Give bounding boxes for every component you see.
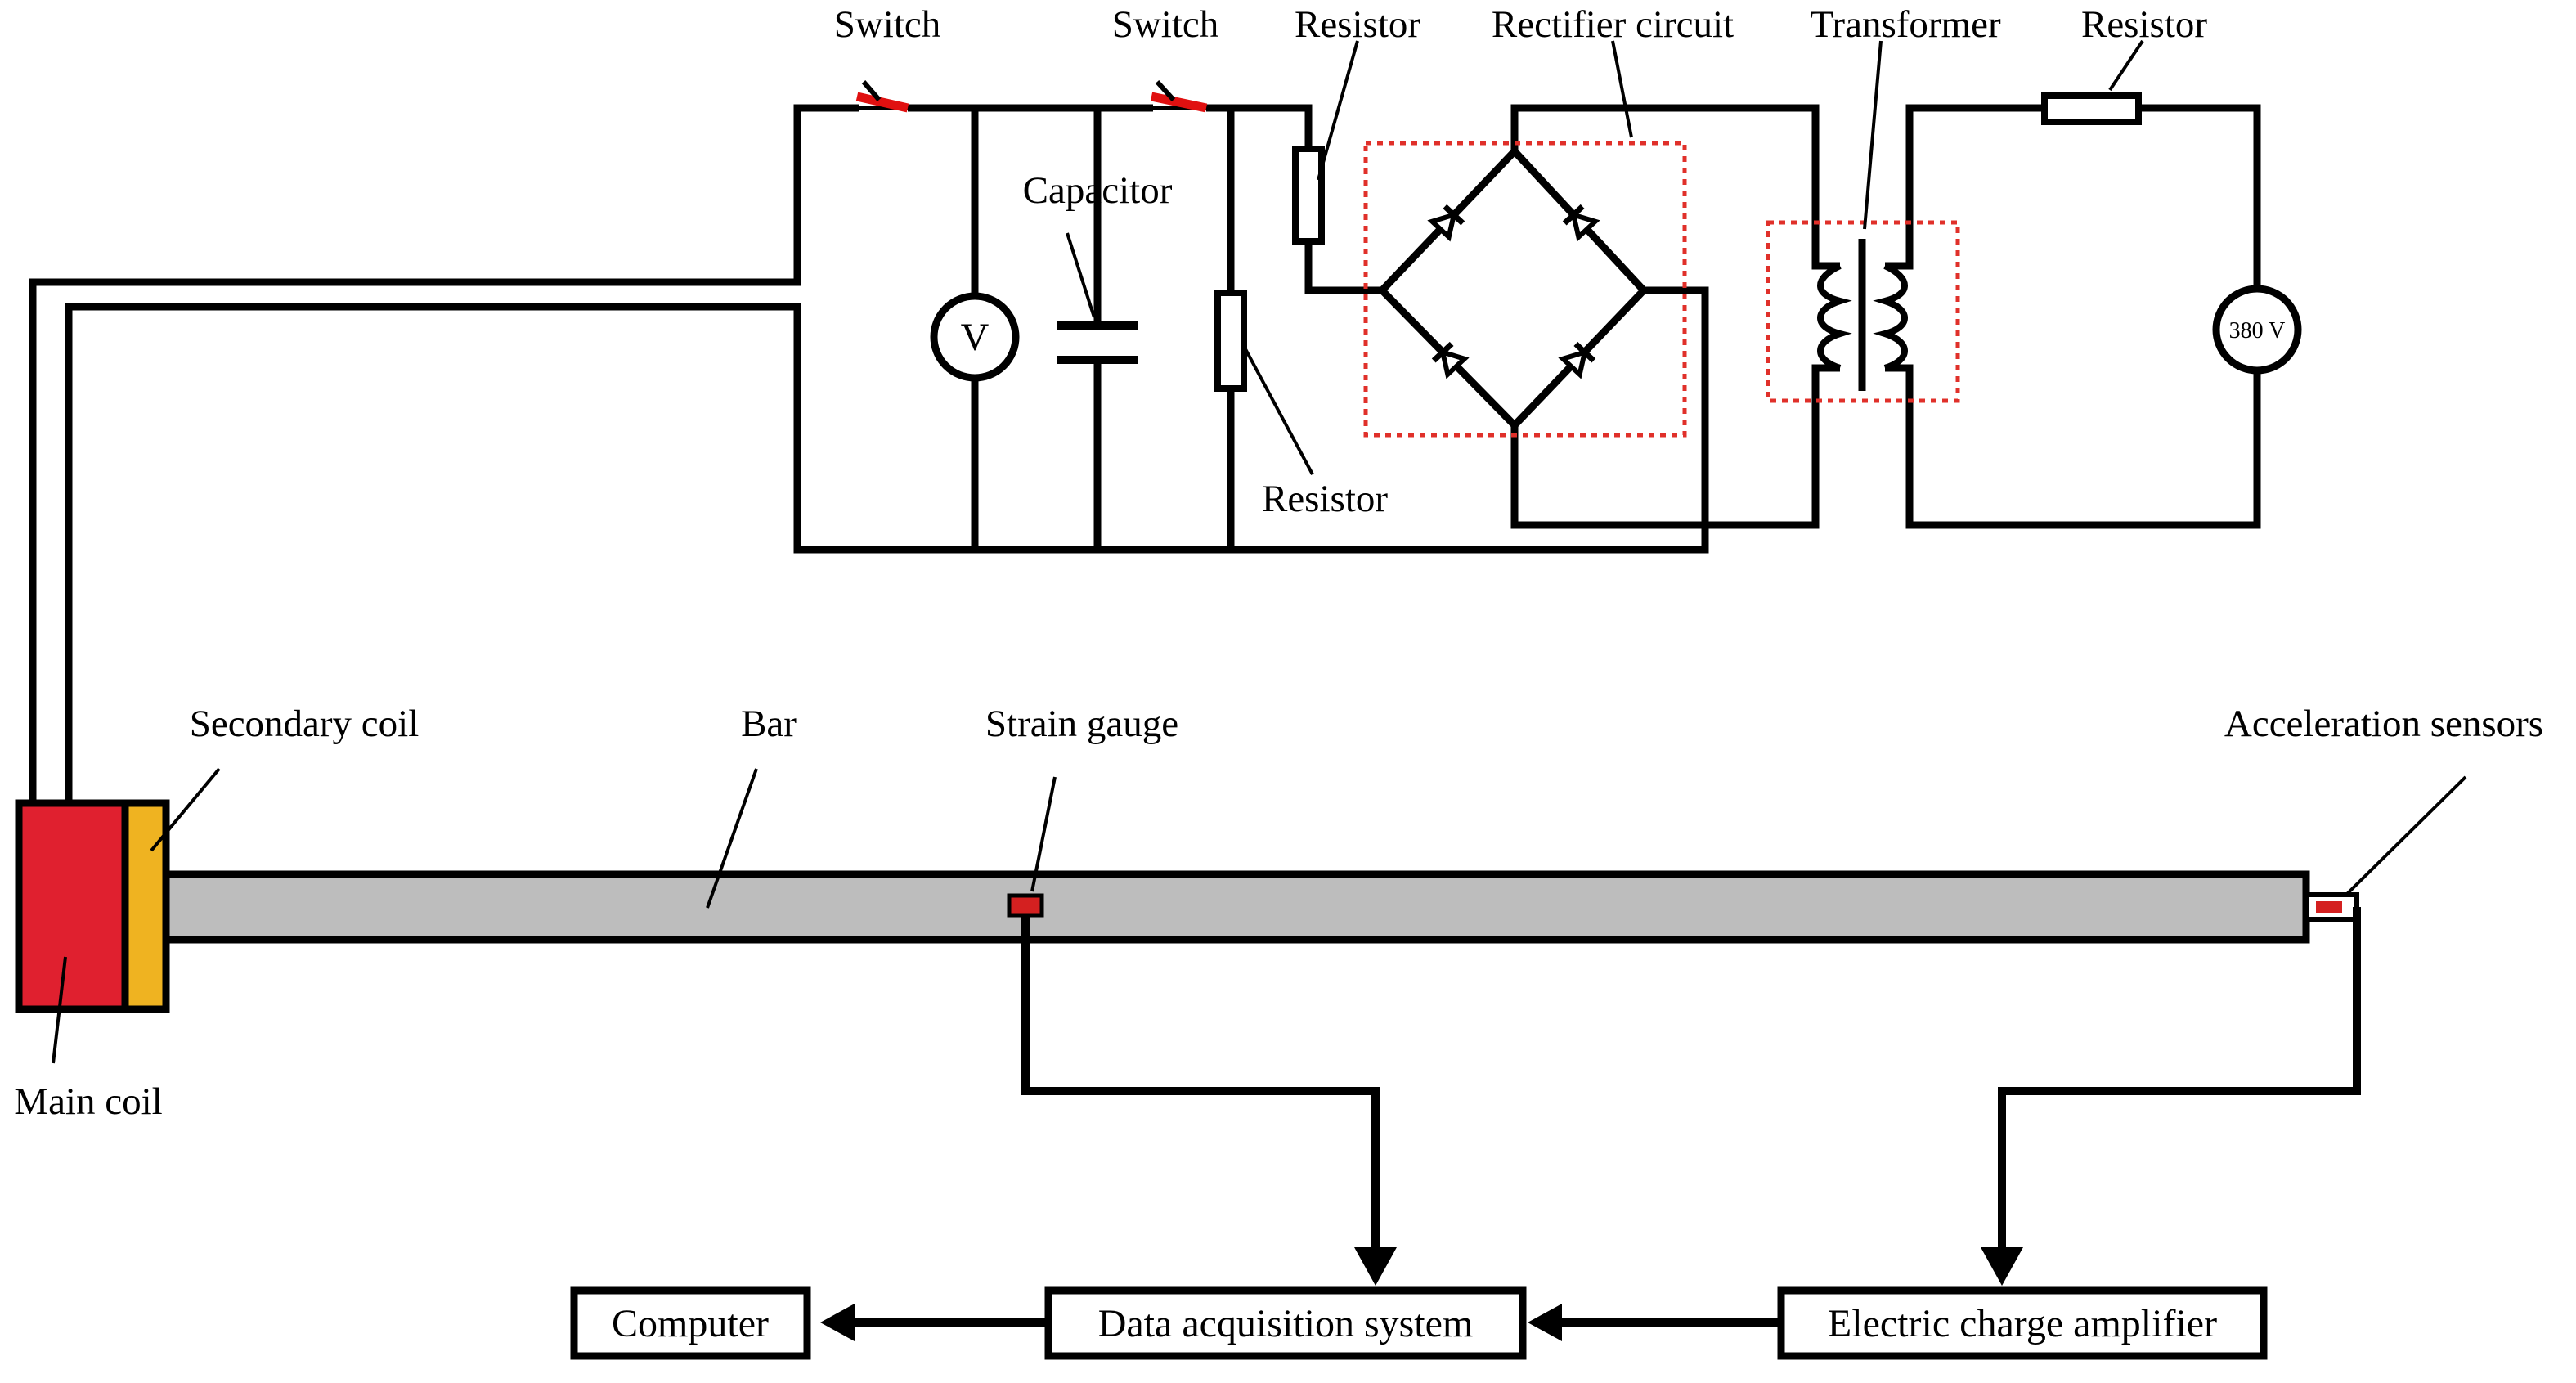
label-switch-1: Switch: [834, 3, 941, 46]
label-switch-2: Switch: [1112, 3, 1219, 46]
transformer-secondary-coil: [1873, 263, 1908, 371]
leader-rectifier: [1611, 40, 1633, 138]
arrow-left-daq: [1528, 1304, 1562, 1341]
label-bar: Bar: [741, 703, 797, 745]
diode-lower-right: [1558, 341, 1596, 379]
leader-resistor-top: [1317, 40, 1359, 181]
leader-transformer: [1863, 40, 1883, 230]
rectifier-bridge: [1376, 146, 1668, 431]
leader-main-coil: [52, 956, 67, 1064]
label-transformer: Transformer: [1810, 3, 2001, 46]
bar: [162, 870, 2310, 944]
label-resistor-mid: Resistor: [1262, 478, 1388, 520]
leader-lines: [52, 39, 2467, 1064]
coil-lead-outer-wire: [29, 104, 859, 803]
charging-circuit: [29, 104, 2261, 803]
top-rail-wire-2: [1206, 104, 1313, 149]
label-main-coil: Main coil: [14, 1080, 162, 1123]
label-strain-gauge: Strain gauge: [985, 703, 1178, 745]
voltmeter-symbol: V: [961, 316, 990, 359]
rectifier-dotted-box: [1363, 141, 1687, 438]
resistor-top-body: [1292, 146, 1325, 245]
secondary-coil: [121, 799, 170, 1013]
transformer: [1817, 239, 1908, 391]
switch-2: [1150, 79, 1208, 113]
diode-upper-right: [1562, 204, 1600, 242]
label-resistor-right: Resistor: [2081, 3, 2207, 46]
leader-resistor-right: [2108, 39, 2144, 92]
bridge-top-wire: [1510, 104, 1840, 270]
transformer-primary-coil: [1817, 263, 1852, 371]
strain-gauge-wire: [1021, 915, 1380, 1251]
voltmeter: V: [930, 292, 1020, 382]
labels: Switch Switch Resistor Rectifier circuit…: [14, 3, 2543, 1123]
amplifier-label: Electric charge amplifier: [1828, 1302, 2217, 1345]
resistor-top-wire: [1304, 241, 1382, 294]
secondary-bottom-wire: [1885, 364, 2261, 529]
label-rectifier: Rectifier circuit: [1492, 3, 1734, 46]
label-secondary-coil: Secondary coil: [190, 703, 420, 745]
label-resistor-top: Resistor: [1295, 3, 1420, 46]
daq-box: Data acquisition system: [1044, 1286, 1527, 1360]
bridge-bottom-wire: [1510, 364, 1840, 529]
signal-wiring: [850, 907, 2361, 1327]
leader-strain-gauge: [1030, 776, 1057, 892]
sensor-wire: [1998, 907, 2361, 1251]
ac-source: 380 V: [2212, 285, 2302, 375]
coil-lead-inner-wire: [65, 286, 1709, 803]
bridge-diamond: [1376, 146, 1649, 431]
ac-source-label: 380 V: [2229, 318, 2286, 344]
secondary-top-wire: [1885, 104, 2044, 270]
secondary-top-wire-2: [2138, 104, 2261, 289]
main-coil: [15, 799, 129, 1013]
resistor-mid-body: [1214, 290, 1247, 392]
computer-box: Computer: [570, 1286, 811, 1360]
computer-label: Computer: [612, 1302, 769, 1345]
leader-resistor-mid: [1243, 347, 1314, 475]
arrow-left-computer: [820, 1304, 855, 1341]
diode-lower-left: [1431, 341, 1470, 379]
resistor-right-body: [2041, 92, 2142, 125]
leader-acceleration-sensors: [2344, 775, 2467, 897]
daq-label: Data acquisition system: [1098, 1302, 1474, 1345]
arrow-down-daq: [1354, 1247, 1397, 1286]
acceleration-sensor: [2316, 901, 2342, 913]
leader-bar: [706, 768, 758, 909]
amplifier-box: Electric charge amplifier: [1777, 1286, 2268, 1360]
voltmeter-circle: [930, 292, 1020, 382]
label-acceleration-sensors: Acceleration sensors: [2224, 703, 2543, 745]
diode-upper-left: [1427, 204, 1465, 242]
ac-source-circle: [2212, 285, 2302, 375]
leader-secondary-coil: [150, 767, 221, 852]
arrow-down-amp: [1981, 1247, 2023, 1286]
transformer-dotted-box: [1766, 220, 1960, 403]
arrowheads: [820, 1247, 2023, 1341]
strain-gauge: [1007, 893, 1044, 918]
leader-capacitor: [1066, 232, 1096, 318]
label-capacitor: Capacitor: [1023, 169, 1173, 212]
capacitor: [1057, 321, 1138, 364]
switch-1: [855, 80, 909, 113]
